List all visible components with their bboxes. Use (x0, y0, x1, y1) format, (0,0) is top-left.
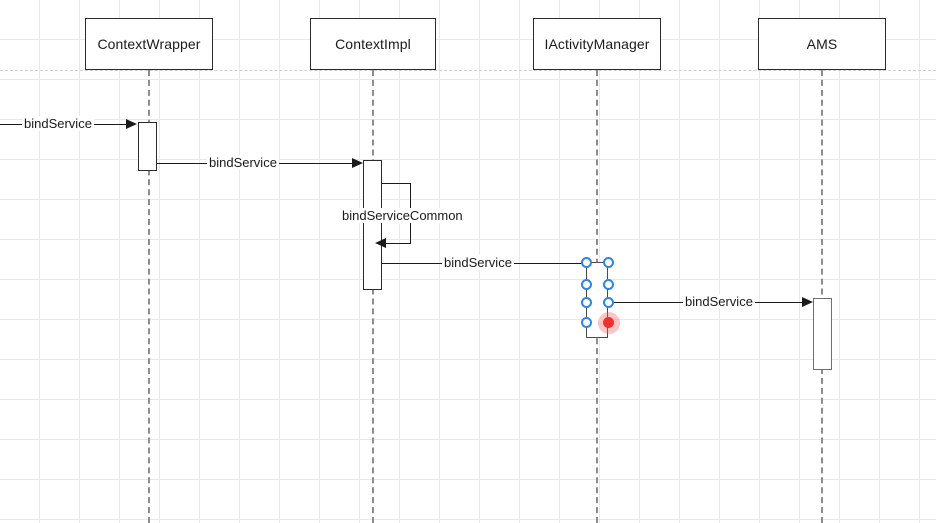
self-call-arrowhead-3 (375, 238, 386, 248)
lifeline-label-iactivity-manager: IActivityManager (544, 36, 650, 52)
selection-handle-mid-lower-left[interactable] (581, 297, 592, 308)
lifeline-header-ams[interactable]: AMS (758, 18, 886, 70)
selection-handle-bottom-right-active[interactable] (603, 317, 614, 328)
message-label-5: bindService (683, 294, 755, 309)
selection-handle-mid-upper-right[interactable] (603, 279, 614, 290)
lifeline-label-context-impl: ContextImpl (335, 36, 411, 52)
message-label-1: bindService (22, 116, 94, 131)
lifeline-line-ams (821, 70, 823, 523)
self-call-bottom-segment-3[interactable] (382, 243, 411, 244)
selection-handle-mid-upper-left[interactable] (581, 279, 592, 290)
message-arrowhead-5 (802, 297, 813, 307)
lifeline-label-ams: AMS (806, 36, 838, 52)
lifeline-label-context-wrapper: ContextWrapper (97, 36, 201, 52)
activation-bar-context-wrapper[interactable] (138, 122, 157, 171)
selection-handle-bottom-left[interactable] (581, 317, 592, 328)
message-label-3: bindServiceCommon (340, 208, 465, 223)
selection-handle-mid-lower-right[interactable] (603, 297, 614, 308)
activation-bar-ams[interactable] (813, 298, 832, 370)
lifeline-header-context-wrapper[interactable]: ContextWrapper (85, 18, 213, 70)
selection-handle-top-right[interactable] (603, 257, 614, 268)
lifeline-header-context-impl[interactable]: ContextImpl (310, 18, 436, 70)
message-arrowhead-1 (126, 119, 137, 129)
header-divider (0, 70, 936, 71)
lifeline-header-iactivity-manager[interactable]: IActivityManager (533, 18, 661, 70)
message-label-2: bindService (207, 155, 279, 170)
activation-bar-context-impl[interactable] (363, 160, 382, 290)
self-call-top-segment-3[interactable] (382, 183, 411, 184)
lifeline-line-context-impl (372, 70, 374, 523)
message-arrowhead-2 (352, 158, 363, 168)
lifeline-line-context-wrapper (148, 70, 150, 523)
selection-handle-top-left[interactable] (581, 257, 592, 268)
message-label-4: bindService (442, 255, 514, 270)
